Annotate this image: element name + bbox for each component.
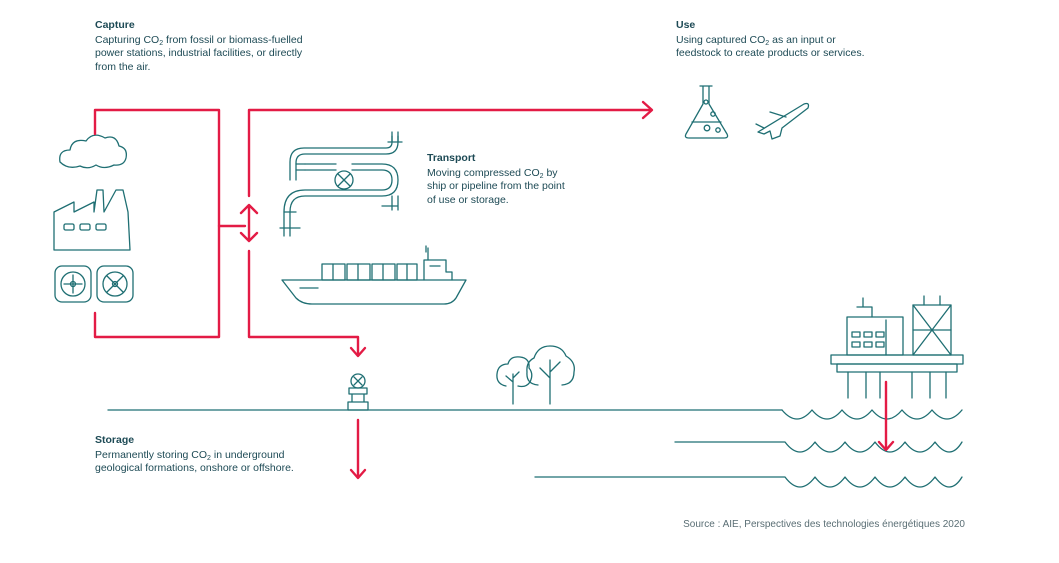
tree-icon xyxy=(496,356,533,405)
storage-line1: Permanently storing CO2 in underground xyxy=(95,448,285,462)
flow-arrow-bidirectional xyxy=(239,203,259,243)
co2-flow-lines xyxy=(93,100,895,480)
tree-icon xyxy=(526,345,575,405)
capture-line2: power stations, industrial facilities, o… xyxy=(95,47,303,59)
capture-line1: Capturing CO2 from fossil or biomass-fue… xyxy=(95,33,303,47)
capture-line3: from the air. xyxy=(95,60,151,73)
storage-title: Storage xyxy=(95,434,135,446)
use-line1: Using captured CO2 as an input or xyxy=(676,33,836,47)
transport-line2: ship or pipeline from the point xyxy=(427,180,565,192)
airplane-icon xyxy=(755,102,810,140)
source-note: Source : AIE, Perspectives des technolog… xyxy=(683,519,965,530)
transport-title: Transport xyxy=(427,152,476,164)
storage-text: Storage Permanently storing CO2 in under… xyxy=(95,434,335,476)
fan-icon xyxy=(96,265,134,303)
fan-icon xyxy=(54,265,92,303)
wellhead-icon xyxy=(347,373,369,411)
use-title: Use xyxy=(676,19,696,31)
storage-line2: geological formations, onshore or offsho… xyxy=(95,462,294,474)
wave-icon xyxy=(534,409,963,488)
flow-arrow-to-use xyxy=(247,108,653,198)
factory-icon xyxy=(53,189,131,251)
flask-icon xyxy=(684,85,729,139)
offshore-platform-icon xyxy=(830,295,964,399)
use-text: Use Using captured CO2 as an input or fe… xyxy=(676,19,896,61)
capture-title: Capture xyxy=(95,19,135,31)
pipeline-icon xyxy=(279,131,403,237)
transport-line3: of use or storage. xyxy=(427,193,509,206)
cloud-icon xyxy=(59,134,127,169)
transport-line1: Moving compressed CO2 by xyxy=(427,166,558,180)
transport-text: Transport Moving compressed CO2 by ship … xyxy=(427,152,597,207)
ship-icon xyxy=(281,245,467,305)
use-line2: feedstock to create products or services… xyxy=(676,47,865,59)
flow-arrow-to-storage xyxy=(247,249,360,357)
capture-text: Capture Capturing CO2 from fossil or bio… xyxy=(95,19,335,74)
